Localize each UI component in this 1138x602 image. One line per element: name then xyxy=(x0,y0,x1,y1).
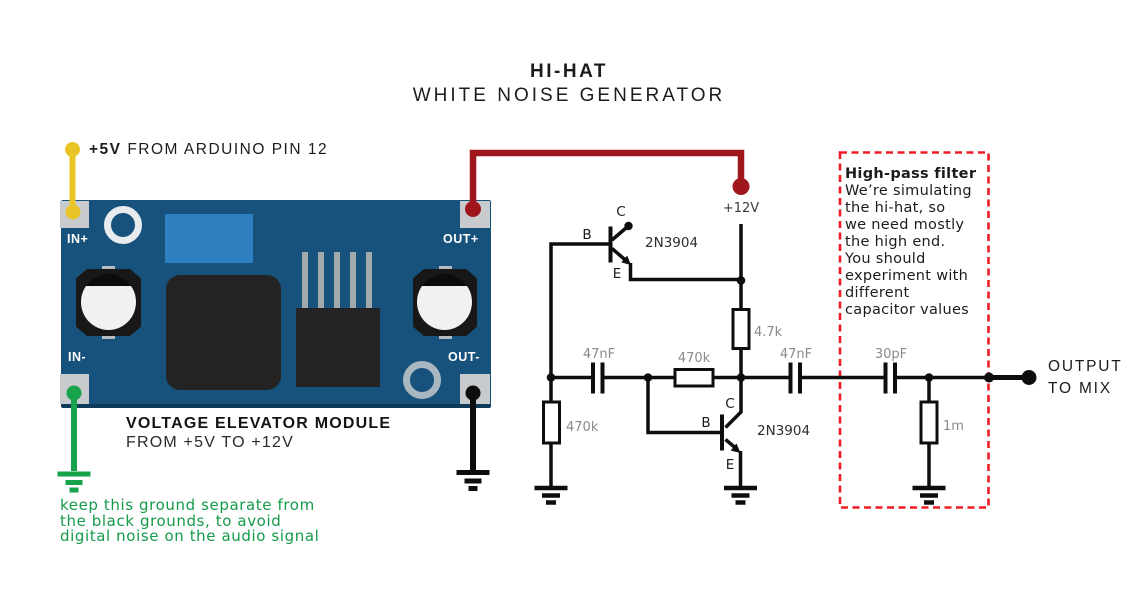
wire-green xyxy=(57,385,91,493)
ground-note-line: the black grounds, to avoid xyxy=(60,511,282,530)
ground-symbol xyxy=(724,485,757,505)
ground-symbol xyxy=(456,470,490,491)
ground-warning-note: keep this ground separate from the black… xyxy=(60,496,320,545)
electrolytic-capacitor xyxy=(413,269,477,336)
black-pad-dot xyxy=(465,385,481,401)
highpass-filter-note: High-pass filter We’re simulating the hi… xyxy=(845,166,995,319)
supply-voltage-label: +12V xyxy=(723,201,759,216)
ground-note-line: keep this ground separate from xyxy=(60,496,315,514)
r-feedback-value: 470k xyxy=(678,351,711,366)
q1-part-number: 2N3904 xyxy=(645,235,698,251)
header-pin xyxy=(350,252,356,310)
highpass-line: different xyxy=(845,285,910,301)
q2-base-label: B xyxy=(701,415,710,431)
ground-symbol xyxy=(534,485,568,505)
capacitor-top-icon xyxy=(81,274,136,330)
output-terminal-dot xyxy=(1021,370,1037,385)
schematic-wires xyxy=(549,224,989,487)
header-pin xyxy=(318,252,324,310)
junction-dot xyxy=(924,373,934,382)
resistor-r-collector xyxy=(731,308,751,350)
capacitor-tab xyxy=(439,333,452,339)
mounting-hole-icon xyxy=(104,206,142,244)
highpass-title: High-pass filter xyxy=(845,166,977,182)
output-label-line1: OUTPUT xyxy=(1048,358,1123,375)
header-pin xyxy=(302,252,308,310)
highpass-line: we need mostly xyxy=(845,217,965,233)
c-mid-value: 47nF xyxy=(780,347,812,362)
highpass-box-border xyxy=(838,151,990,509)
q2-collector-label: C xyxy=(725,396,734,412)
capacitor-tab xyxy=(102,333,115,339)
junction-dot xyxy=(736,373,746,382)
red-pad-dot xyxy=(465,201,481,217)
header-pin xyxy=(334,252,340,310)
green-pad-dot xyxy=(66,385,82,401)
q1-emitter-arrow-icon xyxy=(621,255,631,265)
q2-part-number: 2N3904 xyxy=(757,423,810,439)
q2-emitter-label: E xyxy=(726,457,735,473)
power-voltage-label: +5V xyxy=(89,141,122,158)
c-in-value: 47nF xyxy=(583,347,615,362)
junction-dot xyxy=(984,372,994,383)
page-subtitle: WHITE NOISE GENERATOR xyxy=(412,85,726,106)
capacitor-c-in xyxy=(591,362,605,394)
header-pin xyxy=(366,252,372,310)
mounting-hole-icon xyxy=(403,361,441,399)
c-hp-value: 30pF xyxy=(875,347,907,362)
ic-chip xyxy=(166,275,281,390)
output-label-line2: TO MIX xyxy=(1048,380,1112,397)
resistor-r-base xyxy=(542,400,561,445)
power-source-label: +5V FROM ARDUINO PIN 12 xyxy=(89,141,328,159)
pin-header-body xyxy=(296,308,380,387)
capacitor-c-hp xyxy=(883,362,897,394)
capacitor-c-mid xyxy=(788,362,802,394)
q1-base-label: B xyxy=(582,227,591,243)
junction-dot xyxy=(643,373,653,382)
q1-collector-label: C xyxy=(616,204,625,220)
highpass-line: the high end. xyxy=(845,234,946,250)
ground-symbol xyxy=(912,485,946,505)
resistor-r-feedback xyxy=(673,368,715,388)
wire-red xyxy=(465,149,750,217)
in-minus-label: IN- xyxy=(68,350,87,364)
q1-collector-dot xyxy=(624,221,633,231)
highpass-line: capacitor values xyxy=(845,302,970,318)
capacitor-top-icon xyxy=(417,274,472,330)
module-caption-title: VOLTAGE ELEVATOR MODULE xyxy=(126,415,392,432)
highpass-line: We’re simulating xyxy=(845,183,972,199)
junction-dot xyxy=(546,373,556,382)
r-base-value: 470k xyxy=(566,420,599,435)
out-minus-label: OUT- xyxy=(448,350,480,364)
module-caption-subtitle: FROM +5V TO +12V xyxy=(126,434,295,451)
voltage-elevator-module: IN+ IN- OUT+ OUT- xyxy=(60,200,491,408)
wire-out-minus xyxy=(456,385,490,491)
ground-symbol-green xyxy=(57,471,91,493)
r-output-value: 1m xyxy=(943,419,964,434)
q1-emitter-label: E xyxy=(613,266,622,282)
ground-note-line: digital noise on the audio signal xyxy=(60,527,320,545)
electrolytic-capacitor xyxy=(76,269,141,336)
r-collector-value: 4.7k xyxy=(754,325,783,340)
q2-emitter-arrow-icon xyxy=(730,443,741,453)
resistor-r-output xyxy=(919,400,939,445)
page-title: HI-HAT xyxy=(530,61,608,82)
output-label: OUTPUT TO MIX xyxy=(1048,356,1123,400)
highpass-line: You should xyxy=(845,251,926,267)
wire-yellow xyxy=(65,142,81,220)
yellow-pad-dot xyxy=(65,204,81,220)
transistor-q2-bar xyxy=(720,414,724,451)
junction-dot xyxy=(736,276,746,285)
transistor-q1-bar xyxy=(608,226,613,263)
power-source-text: FROM ARDUINO PIN 12 xyxy=(127,141,329,158)
highpass-line: the hi-hat, so xyxy=(845,200,946,216)
yellow-terminal-dot xyxy=(65,142,80,157)
highpass-line: experiment with xyxy=(845,268,969,284)
supply-terminal-dot xyxy=(732,178,750,195)
out-plus-label: OUT+ xyxy=(443,232,479,246)
in-plus-label: IN+ xyxy=(67,232,89,246)
inductor-block xyxy=(165,214,253,263)
